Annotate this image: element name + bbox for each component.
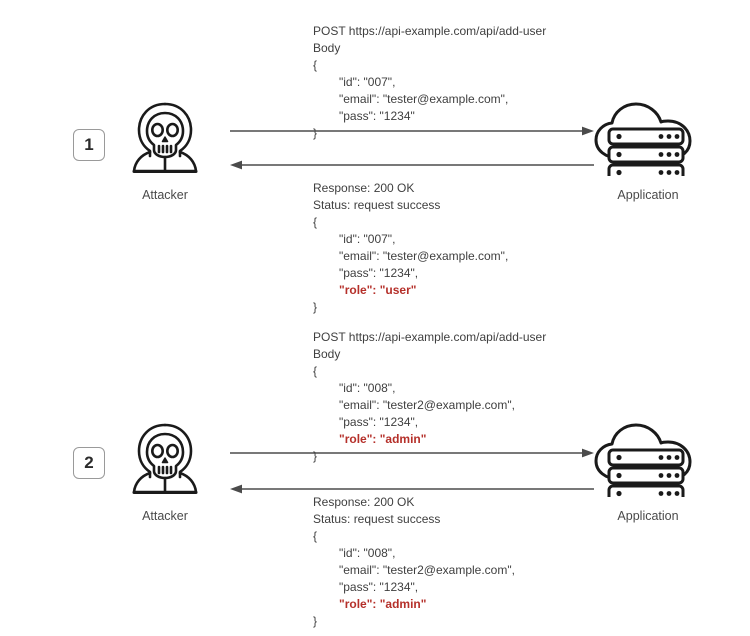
code-line: Body — [313, 41, 341, 55]
code-line: } — [313, 449, 318, 463]
code-line: { — [313, 58, 318, 72]
actor-attacker-1-label: Attacker — [142, 188, 188, 202]
cloud-server-icon — [589, 421, 707, 503]
step-badge-1-label: 1 — [84, 135, 94, 154]
code-line: } — [313, 300, 318, 314]
actor-application-2-label: Application — [617, 509, 679, 523]
code-line: "role": "admin" — [339, 432, 427, 446]
actor-application-1: Application — [588, 100, 708, 202]
actor-attacker-1: Attacker — [105, 100, 225, 202]
hooded-skull-icon — [129, 421, 201, 497]
code-line: Body — [313, 347, 341, 361]
response-arrow-2 — [230, 484, 594, 494]
actor-attacker-2-label: Attacker — [142, 509, 188, 523]
response-message-1: Response: 200 OK Status: request success {… — [313, 180, 508, 316]
code-line: "role": "admin" — [339, 597, 427, 611]
code-line: POST https://api-example.com/api/add-use… — [313, 330, 547, 344]
step-badge-1: 1 — [73, 129, 105, 161]
request-arrow-2 — [230, 448, 594, 458]
request-message-2: POST https://api-example.com/api/add-use… — [313, 329, 546, 465]
step-badge-2-label: 2 — [84, 453, 94, 472]
code-line: POST https://api-example.com/api/add-use… — [313, 24, 547, 38]
hooded-skull-icon — [129, 100, 201, 176]
code-line: "role": "user" — [339, 283, 417, 297]
response-message-2: Response: 200 OK Status: request success {… — [313, 494, 515, 630]
code-line: } — [313, 126, 318, 140]
cloud-server-icon — [589, 100, 707, 182]
code-line: { — [313, 364, 318, 378]
code-line: Response: 200 OK — [313, 495, 415, 509]
code-line: "id": "008", — [339, 546, 396, 560]
code-line: "pass": "1234", — [339, 415, 419, 429]
code-line: { — [313, 529, 318, 543]
code-line: "id": "007", — [339, 75, 396, 89]
code-line: "id": "008", — [339, 381, 396, 395]
code-line: "email": "tester@example.com", — [339, 249, 509, 263]
code-line: "pass": "1234", — [339, 580, 419, 594]
request-arrow-1 — [230, 126, 594, 136]
code-line: Response: 200 OK — [313, 181, 415, 195]
actor-application-2: Application — [588, 421, 708, 523]
code-line: } — [313, 614, 318, 628]
code-line: "id": "007", — [339, 232, 396, 246]
code-line: "email": "tester2@example.com", — [339, 563, 515, 577]
response-arrow-1 — [230, 160, 594, 170]
code-line: { — [313, 215, 318, 229]
step-badge-2: 2 — [73, 447, 105, 479]
actor-application-1-label: Application — [617, 188, 679, 202]
code-line: "pass": "1234" — [339, 109, 415, 123]
code-line: Status: request success — [313, 512, 441, 526]
code-line: "pass": "1234", — [339, 266, 419, 280]
code-line: "email": "tester2@example.com", — [339, 398, 515, 412]
code-line: "email": "tester@example.com", — [339, 92, 509, 106]
request-message-1: POST https://api-example.com/api/add-use… — [313, 23, 546, 142]
actor-attacker-2: Attacker — [105, 421, 225, 523]
code-line: Status: request success — [313, 198, 441, 212]
